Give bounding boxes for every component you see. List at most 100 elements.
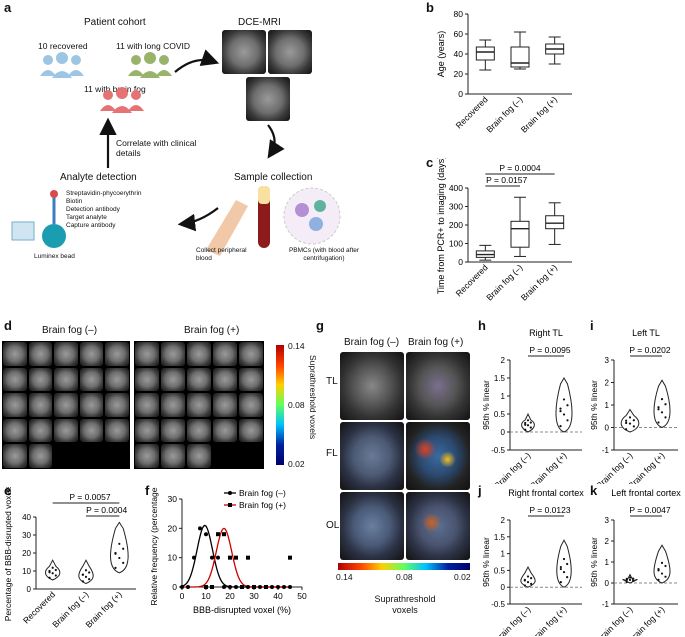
y-tick-label: 1 [605, 401, 610, 410]
mri-slice [213, 418, 237, 443]
data-point [628, 416, 632, 419]
mri-slice [79, 393, 104, 417]
g-colorbar [338, 563, 470, 570]
data-point [657, 421, 660, 424]
data-point [625, 421, 628, 425]
y-tick-label: 3 [605, 516, 610, 525]
y-tick-label: 3 [605, 356, 610, 365]
data-point [526, 575, 530, 578]
mri-slice [161, 367, 185, 392]
correlate-label: Correlate with clinical details [116, 138, 197, 158]
data-point [625, 428, 628, 431]
data-point [114, 566, 117, 569]
mri-slice [54, 418, 78, 443]
data-point [118, 542, 121, 545]
data-point-brain-fog-neg [216, 555, 220, 560]
g-colorbar-label: Suprathreshold voxels [374, 594, 436, 615]
y-axis-label: 95th % linear [481, 380, 491, 430]
g-row-label-tl: TL [326, 376, 338, 387]
panel-label-c: c [426, 155, 434, 170]
data-point [559, 565, 562, 569]
y-tick-label: 20 [454, 69, 464, 79]
workflow-arrows [99, 49, 285, 232]
mri-slice [239, 393, 263, 417]
violin-shape [78, 559, 94, 585]
data-point [660, 561, 664, 564]
y-tick-label: 30 [22, 531, 31, 540]
violin-shape [521, 412, 535, 433]
y-tick-label: 1 [605, 558, 610, 567]
panel-label-k: k [590, 483, 598, 498]
data-point [664, 403, 667, 406]
data-point [51, 566, 54, 569]
violin-shape [45, 559, 61, 581]
chart-title: Right frontal cortex [508, 488, 584, 498]
data-point [48, 576, 51, 579]
mri-slice [28, 342, 53, 366]
mri-slice [135, 393, 159, 417]
mri-slice [187, 393, 211, 417]
box [475, 46, 495, 61]
g-row-label-fl: FL [326, 448, 338, 459]
data-point [84, 569, 88, 572]
data-point [632, 577, 635, 580]
violin-shape [110, 521, 129, 574]
data-point [54, 568, 57, 572]
x-tick-label: Recovered [454, 262, 490, 298]
p-value: P = 0.0202 [629, 345, 670, 355]
y-tick-label: 2 [605, 379, 610, 388]
y-axis-label: Relative frequency (percentages) [149, 487, 159, 606]
panel-label-e: e [4, 483, 12, 498]
pbmcs-label: PBMCs (with blood after centrifugation) [288, 247, 360, 262]
data-point [632, 579, 635, 582]
x-tick-label: Brain fog (–) [492, 450, 532, 484]
y-axis-label: 95th % linear [481, 537, 491, 587]
y-tick-label: 40 [22, 513, 31, 522]
mri-slice [135, 367, 159, 392]
data-point [114, 552, 117, 555]
data-point [559, 425, 562, 428]
box [545, 215, 565, 230]
y-axis-label: 95th % linear [589, 537, 599, 587]
data-point [628, 576, 632, 579]
mri-slice [239, 418, 263, 443]
data-point [566, 404, 569, 407]
chart-title: Right TL [529, 328, 563, 338]
y-tick-label: 0.5 [494, 410, 506, 419]
luminex-assay-icon [11, 190, 66, 248]
data-point [566, 419, 569, 422]
data-point [122, 547, 125, 550]
mri-image-1 [222, 30, 266, 74]
sample-collection-title: Sample collection [234, 172, 313, 183]
people-icons [40, 52, 172, 113]
y-tick-label: 0 [501, 583, 506, 592]
data-point-brain-fog-pos [234, 555, 238, 560]
data-point [122, 561, 125, 564]
violin-shape [556, 539, 572, 588]
g-ol-pos-image [406, 492, 470, 560]
g-row-label-ol: OL [326, 520, 340, 531]
data-point [664, 575, 667, 578]
violin-shape [653, 379, 671, 429]
g-right-title: Brain fog (+) [408, 337, 464, 348]
data-point [628, 578, 632, 581]
mri-slice [161, 342, 185, 366]
mri-slice [105, 367, 129, 392]
g-fl-pos-image [406, 422, 470, 490]
data-point-brain-fog-pos [264, 585, 268, 589]
data-point [526, 419, 530, 422]
luminex-label: Luminex bead [34, 253, 75, 260]
legend-marker [228, 503, 232, 507]
data-point-brain-fog-pos [288, 555, 292, 560]
mri-slice [54, 367, 78, 392]
x-tick-label: Brain fog (+) [83, 589, 123, 629]
y-tick-label: 10 [168, 553, 178, 563]
y-tick-label: 0 [458, 89, 463, 99]
mri-slice [28, 393, 53, 417]
panel-label-d: d [4, 318, 12, 333]
data-point [84, 575, 88, 578]
mri-slice [161, 444, 185, 468]
mri-slice [239, 367, 263, 392]
